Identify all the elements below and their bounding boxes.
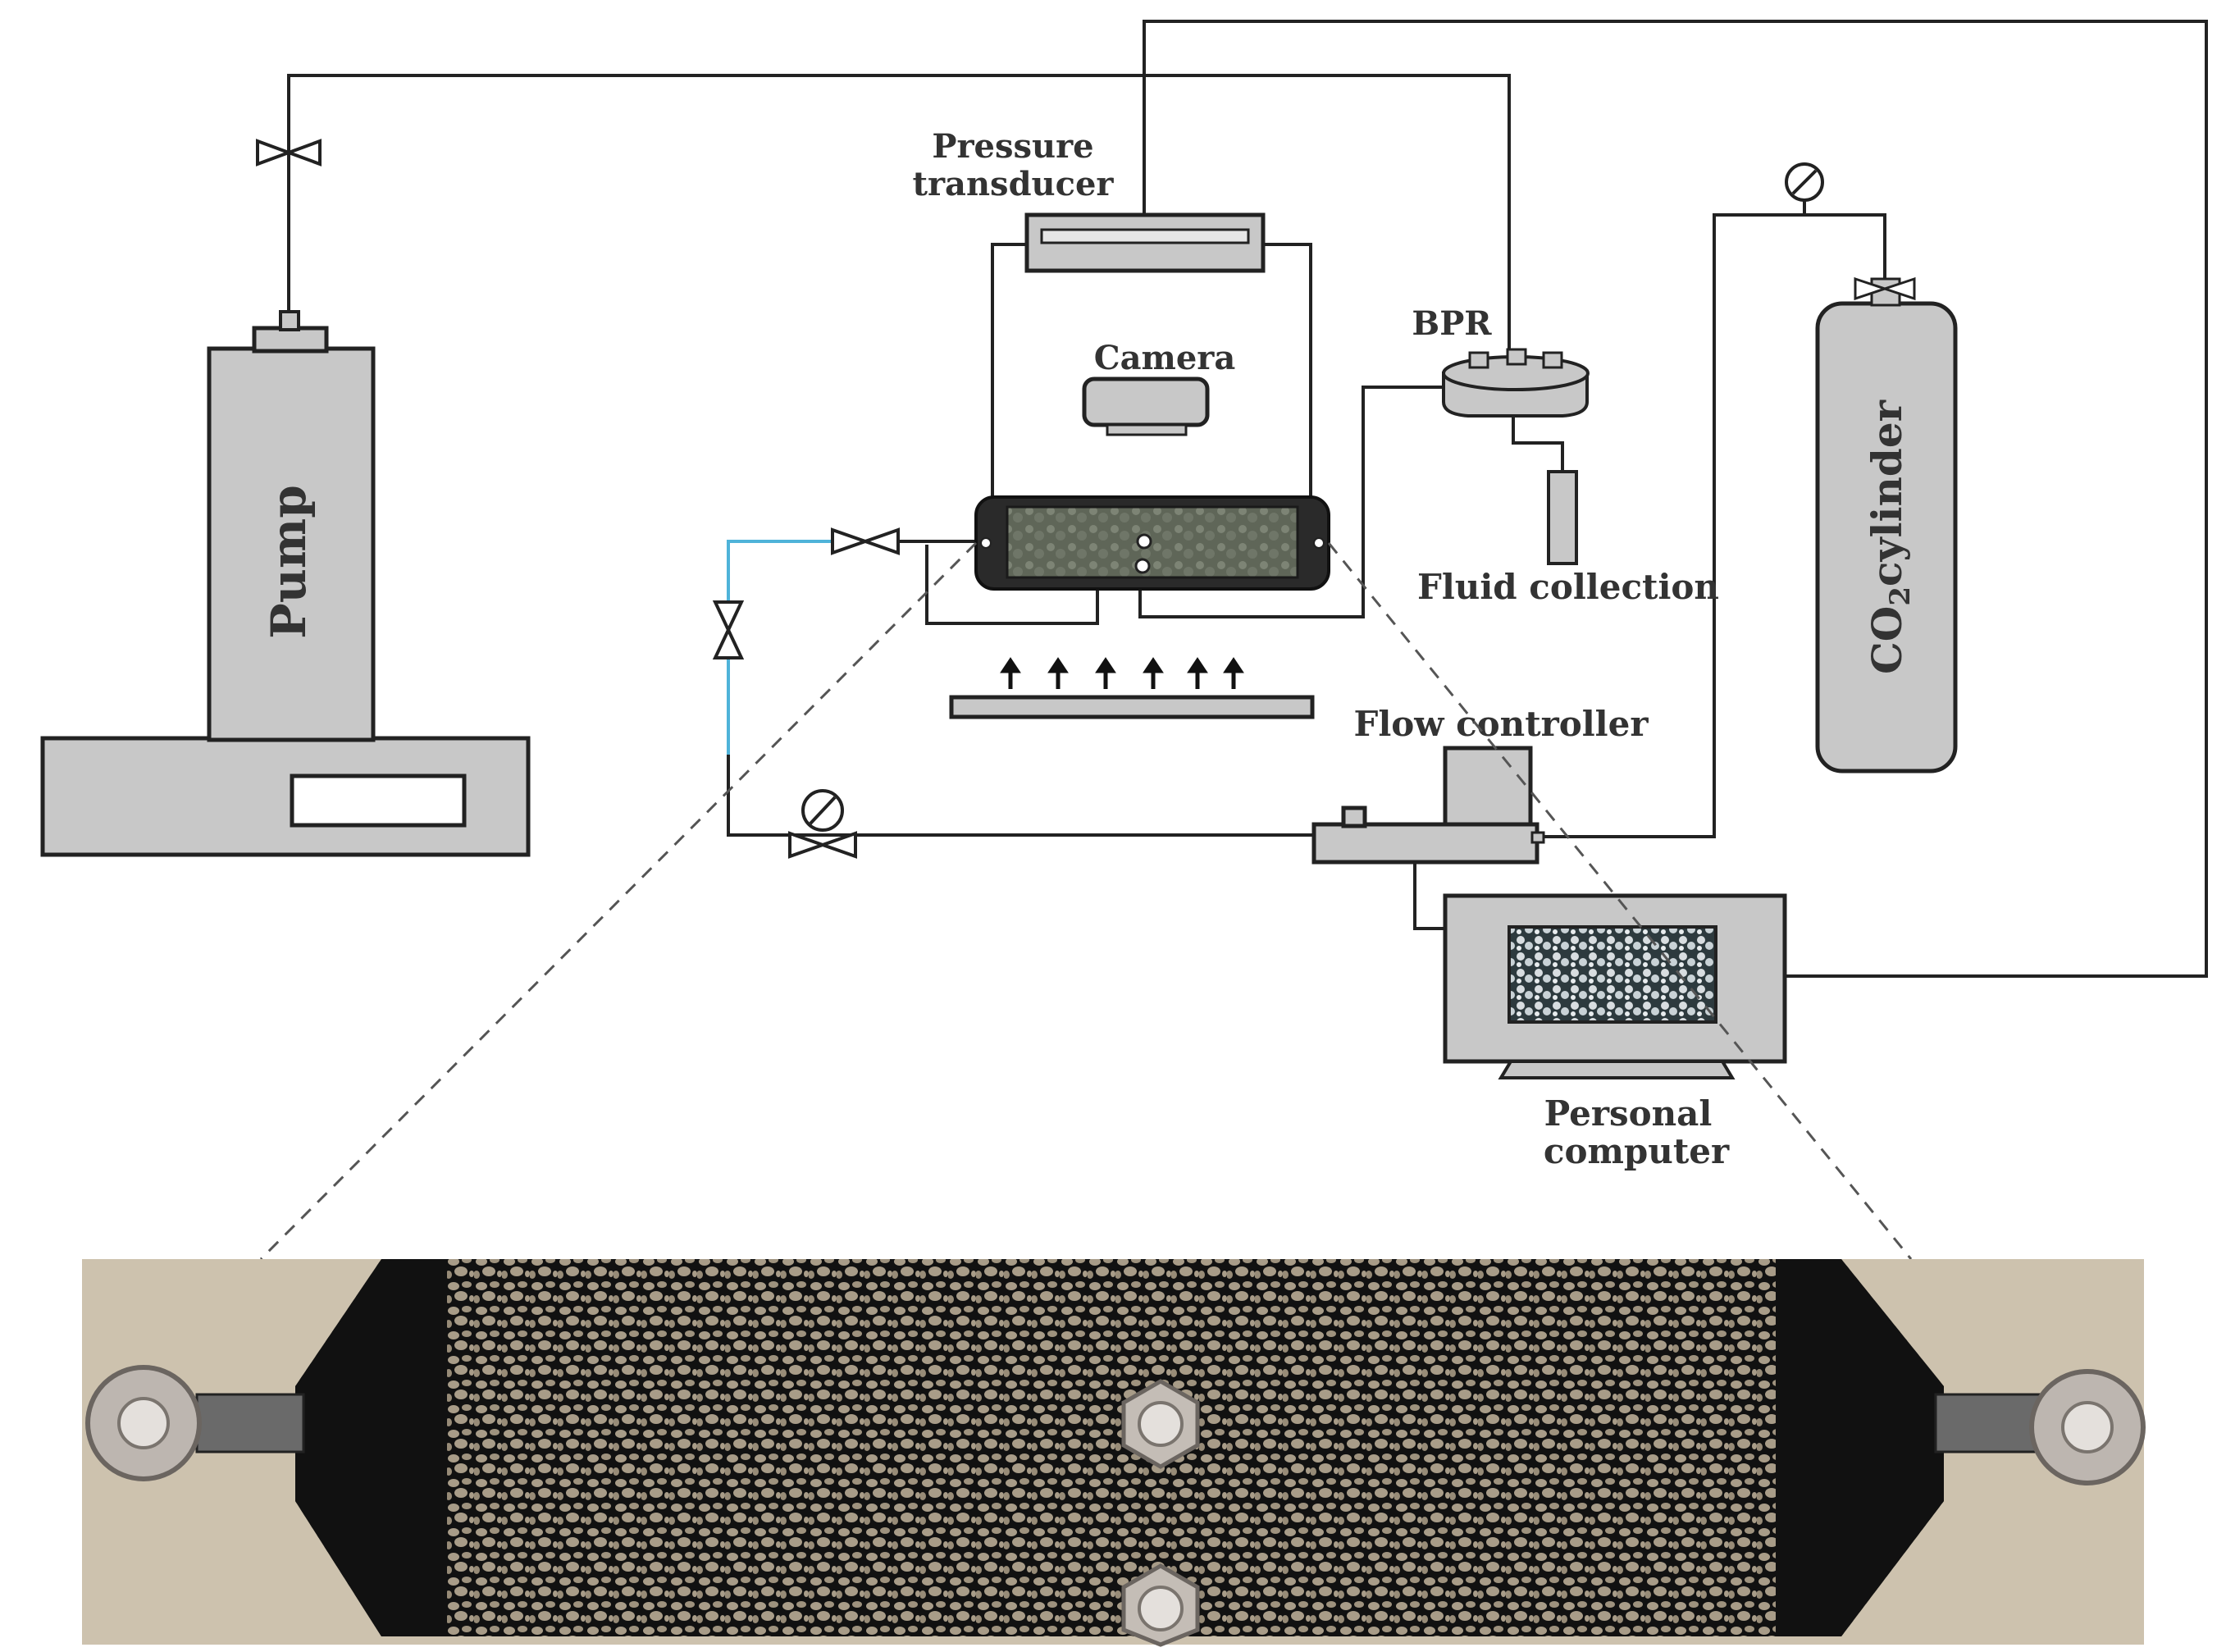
co2-supply-line bbox=[1540, 213, 1886, 838]
flow-controller: Flow controller bbox=[1311, 704, 1649, 865]
water-line bbox=[727, 540, 832, 755]
micromodel-photo bbox=[82, 1259, 2146, 1647]
pressure-transducer: Pressure transducer bbox=[913, 127, 1266, 273]
transducer-signal-line bbox=[1143, 20, 2208, 978]
controller-to-computer-line bbox=[1413, 860, 1445, 930]
camera-label: Camera bbox=[1094, 339, 1236, 377]
micromodel-holder bbox=[974, 495, 1330, 591]
micromodel-pore-network bbox=[295, 1259, 1944, 1636]
pump-label: Pump bbox=[261, 485, 317, 639]
light-source bbox=[949, 657, 1315, 719]
light-arrows bbox=[1000, 657, 1244, 689]
co2-cylinder-label: CO2cylinder bbox=[1863, 399, 1917, 674]
gas-pressure-gauge-icon bbox=[801, 789, 844, 832]
bpr-to-collection-line bbox=[1512, 414, 1564, 472]
bpr-inlet-line bbox=[1138, 386, 1444, 618]
center-port-fitting-top bbox=[1121, 1379, 1200, 1469]
personal-computer: Personal computer bbox=[1443, 893, 1787, 1171]
co2-pressure-gauge-icon bbox=[1785, 162, 1824, 215]
computer-screen bbox=[1508, 925, 1717, 1024]
pump-outlet-line bbox=[287, 74, 1511, 351]
bpr-label: BPR bbox=[1412, 304, 1492, 343]
pressure-transducer-label-line2: transducer bbox=[913, 165, 1115, 203]
gas-injection-line bbox=[727, 755, 1314, 837]
co2-cylinder: CO2cylinder bbox=[1815, 276, 1958, 774]
flow-controller-label: Flow controller bbox=[1354, 704, 1649, 744]
water-valve-icon bbox=[712, 600, 745, 659]
personal-computer-label-line1: Personal bbox=[1544, 1093, 1713, 1134]
left-port-fitting bbox=[85, 1365, 305, 1481]
pump-valve-icon bbox=[256, 139, 322, 167]
pressure-transducer-label-line1: Pressure bbox=[932, 127, 1093, 166]
inlet-valve-icon bbox=[831, 527, 900, 555]
right-port-fitting bbox=[1934, 1369, 2146, 1485]
zoom-guide-right bbox=[1327, 542, 1913, 1260]
camera: Camera bbox=[1082, 339, 1236, 436]
pump-display bbox=[290, 774, 467, 828]
zoom-guide-left bbox=[259, 541, 978, 1261]
back-pressure-regulator: BPR bbox=[1412, 304, 1590, 418]
personal-computer-label-line2: computer bbox=[1544, 1131, 1730, 1171]
pump: Pump bbox=[40, 310, 531, 857]
fluid-collection-label: Fluid collection bbox=[1417, 567, 1719, 607]
fluid-collection-tube: Fluid collection bbox=[1417, 470, 1719, 607]
gas-valve-icon bbox=[788, 831, 857, 859]
center-port-fitting-bottom bbox=[1121, 1563, 1200, 1647]
